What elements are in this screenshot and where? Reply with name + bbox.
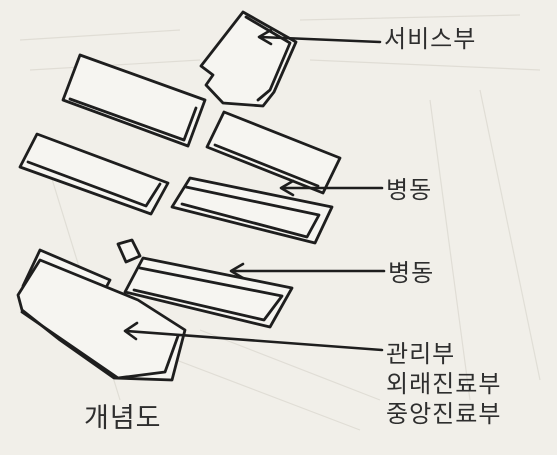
label-service: 서비스부 — [384, 25, 477, 53]
admin-block-shadow — [20, 310, 180, 380]
arrow-admin — [123, 321, 384, 352]
ward-connector — [116, 238, 142, 264]
arrow-service — [257, 28, 382, 46]
slab-upper-left — [61, 53, 207, 148]
slab-mid-left — [18, 132, 170, 216]
admin-block — [16, 258, 187, 382]
diagram-caption: 개념도 — [84, 403, 162, 434]
ward-lower-block-inner — [132, 266, 284, 322]
label-outpatient: 외래진료부 — [386, 370, 502, 398]
ward-upper-block — [170, 176, 334, 245]
service-block-shadow — [244, 15, 292, 102]
label-admin: 관리부 — [386, 340, 456, 368]
label-central-care: 중앙진료부 — [386, 400, 502, 428]
label-ward-upper: 병동 — [386, 176, 433, 204]
link-service-shadow — [213, 143, 320, 188]
link-service — [205, 110, 342, 195]
label-admin-block: 관리부 외래진료부 중앙진료부 — [386, 339, 501, 429]
ward-upper-block-inner — [180, 185, 321, 239]
slab-upper-left-shadow — [68, 97, 198, 142]
arrow-ward-lower — [229, 262, 386, 280]
arrow-ward-upper — [279, 179, 384, 197]
slab-mid-left-shadow — [26, 160, 162, 208]
label-ward-lower: 병동 — [388, 259, 435, 287]
